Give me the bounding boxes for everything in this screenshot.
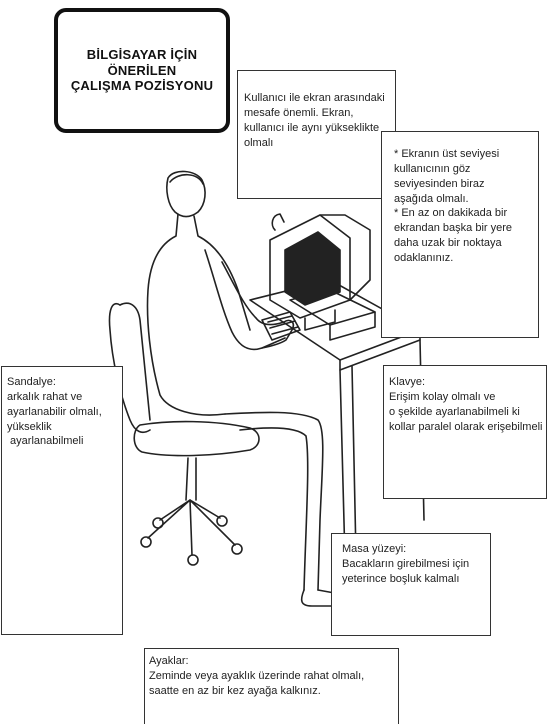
- title-line: BİLGİSAYAR İÇİN: [71, 47, 213, 63]
- note-line: daha uzak bir noktaya: [394, 236, 532, 251]
- note-line: Masa yüzeyi:: [342, 542, 484, 557]
- title-line: ÖNERİLEN: [71, 63, 213, 79]
- note-line: * Ekranın üst seviyesi: [394, 147, 532, 162]
- note-line: Bacakların girebilmesi için: [342, 557, 484, 572]
- person-torso: [148, 214, 226, 415]
- note-line: Zeminde veya ayaklık üzerinde rahat olma…: [149, 669, 392, 684]
- note-line: kollar paralel olarak erişebilmeli: [389, 420, 540, 435]
- note-line: saatte en az bir kez ayağa kalkınız.: [149, 684, 392, 699]
- note-line: arkalık rahat ve: [7, 390, 116, 405]
- note-line: Kullanıcı ile ekran arasındaki: [244, 91, 389, 106]
- note-line: ayarlanabilmeli: [7, 434, 116, 449]
- note-keyboard: Klavye: Erişim kolay olmalı ve o şekilde…: [383, 365, 547, 499]
- note-line: Sandalye:: [7, 375, 116, 390]
- chair-seat: [134, 422, 259, 456]
- note-feet: Ayaklar: Zeminde veya ayaklık üzerinde r…: [144, 648, 399, 724]
- note-desk-surface: Masa yüzeyi: Bacakların girebilmesi için…: [331, 533, 491, 636]
- note-chair: Sandalye: arkalık rahat ve ayarlanabilir…: [1, 366, 123, 635]
- note-line: ekrandan başka bir yere: [394, 221, 532, 236]
- desk-legs: [340, 366, 356, 560]
- note-line: odaklanınız.: [394, 251, 532, 266]
- note-line: Klavye:: [389, 375, 540, 390]
- note-line: * En az on dakikada bir: [394, 206, 532, 221]
- note-line: yeterince boşluk kalmalı: [342, 572, 484, 587]
- title-line: ÇALIŞMA POZİSYONU: [71, 78, 213, 94]
- page-title: BİLGİSAYAR İÇİN ÖNERİLEN ÇALIŞMA POZİSYO…: [71, 47, 213, 94]
- note-line: ayarlanabilir olmalı,: [7, 405, 116, 420]
- note-screen-distance: Kullanıcı ile ekran arasındaki mesafe ön…: [237, 70, 396, 199]
- keyboard: [262, 312, 300, 340]
- note-line: kullanıcının göz: [394, 162, 532, 177]
- note-line: o şekilde ayarlanabilmeli ki: [389, 405, 540, 420]
- note-line: Erişim kolay olmalı ve: [389, 390, 540, 405]
- chair-column: [186, 458, 196, 500]
- note-line: aşağıda olmalı.: [394, 192, 532, 207]
- title-box: BİLGİSAYAR İÇİN ÖNERİLEN ÇALIŞMA POZİSYO…: [54, 8, 230, 133]
- note-line: mesafe önemli. Ekran,: [244, 106, 389, 121]
- note-line: kullanıcı ile aynı yükseklikte: [244, 121, 389, 136]
- note-line: Ayaklar:: [149, 654, 392, 669]
- note-line: olmalı: [244, 136, 389, 151]
- note-line: seviyesinden biraz: [394, 177, 532, 192]
- person-legs: [225, 412, 323, 590]
- note-eye-level: * Ekranın üst seviyesi kullanıcının göz …: [381, 131, 539, 338]
- note-line: yükseklik: [7, 420, 116, 435]
